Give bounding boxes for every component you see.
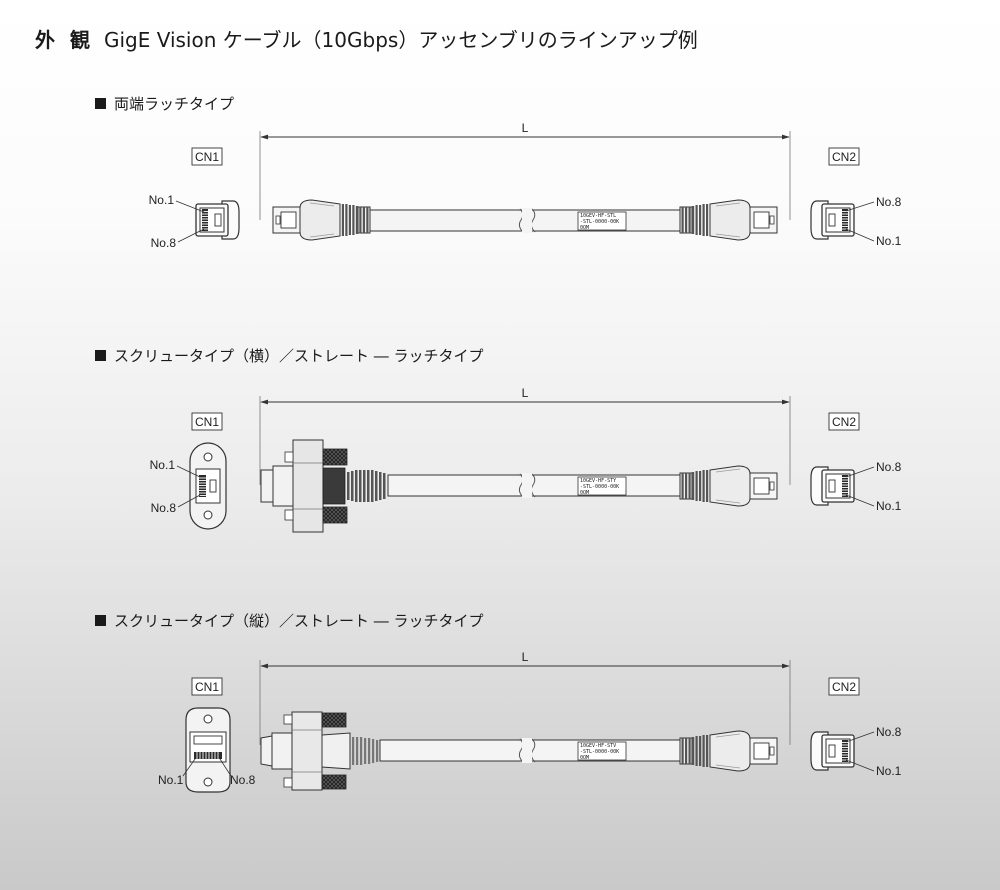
cn2-pin-top: No.8 [876,460,902,474]
cn1-label: CN1 [195,415,219,429]
svg-text:0OM: 0OM [580,490,589,496]
cn1-label: CN1 [195,680,219,694]
cable-tag [577,741,627,761]
thumbscrew-bottom [321,774,347,790]
cn1-connector-face [189,442,227,530]
cn2-latch-plug [679,465,778,507]
diagram-screw-horizontal: L CN1 CN2 No.1 No.8 No.8 No.1 [150,386,902,533]
cn2-connector-face [810,200,855,240]
cn1-pin-bottom: No.8 [230,773,256,787]
cn2-label: CN2 [832,680,856,694]
cable-tag [577,211,627,231]
cn1-pin-top: No.1 [149,193,175,207]
thumbscrew-top [322,448,348,466]
svg-text:10GEV-HF-STY: 10GEV-HF-STY [580,478,616,484]
cn1-pin-top: No.1 [150,458,176,472]
svg-text:10GEV-HF-STV: 10GEV-HF-STV [580,743,616,749]
cable-tag [577,476,627,496]
section-bullet [95,350,106,361]
cable [387,474,681,497]
cn2-label: CN2 [832,415,856,429]
cn1-pin-bottom: No.8 [151,501,177,515]
length-label: L [522,386,529,400]
cn1-screw-plug [260,711,379,791]
cn2-latch-plug [679,730,778,772]
section-title-text: スクリュータイプ（縦）／ストレート ― ラッチタイプ [114,612,484,630]
cn2-connector-face [810,731,855,771]
diagram-screw-vertical: L CN1 CN2 No.1 No.8 No.8 No.1 [158,650,902,793]
cn2-label: CN2 [832,150,856,164]
cn2-box [828,147,860,166]
section-title-latch-both: 両端ラッチタイプ [95,93,234,114]
cn2-pin-bottom: No.1 [876,764,902,778]
cn1-pin-bottom: No.8 [151,236,177,250]
thumbscrew-top [321,712,347,728]
svg-text:-STL-0000-00K: -STL-0000-00K [580,484,619,490]
svg-text:-STL-0000-00K: -STL-0000-00K [580,219,619,225]
cn2-pin-top: No.8 [876,195,902,209]
cn1-box [191,677,223,696]
section-title-text: スクリュータイプ（横）／ストレート ― ラッチタイプ [114,347,484,365]
svg-text:-STL-0000-00K: -STL-0000-00K [580,749,619,755]
cn1-latch-plug [272,199,371,241]
cn1-screw-plug [260,439,386,533]
cn1-box [191,147,223,166]
length-label: L [522,121,529,135]
cn2-pin-top: No.8 [876,725,902,739]
section-title-text: 両端ラッチタイプ [114,95,235,113]
cn2-connector-face [810,466,855,506]
diagram-latch-both: L CN1 CN2 No.1 No.8 No.8 No.1 10GEV-HF-S… [149,121,902,250]
section-bullet [95,98,106,109]
section-title-screw-vertical: スクリュータイプ（縦）／ストレート ― ラッチタイプ [95,610,484,631]
cn2-box [828,677,860,696]
cn2-pin-bottom: No.1 [876,499,902,513]
cn1-connector-face [185,707,231,793]
svg-text:0OM: 0OM [580,755,589,761]
section-bullet [95,615,106,626]
cn1-connector-face [195,200,240,240]
cn1-pin-top: No.1 [158,773,184,787]
page-title-text: GigE Vision ケーブル（10Gbps）アッセンブリのラインアップ例 [103,28,698,52]
page-title: 外 観 GigE Vision ケーブル（10Gbps）アッセンブリのラインアップ… [35,24,698,53]
cn2-pin-bottom: No.1 [876,234,902,248]
cn2-latch-plug [679,199,778,241]
cn1-box [191,412,223,431]
cn1-label: CN1 [195,150,219,164]
thumbscrew-bottom [322,506,348,524]
svg-text:0OM: 0OM [580,225,589,231]
section-title-screw-horizontal: スクリュータイプ（横）／ストレート ― ラッチタイプ [95,345,484,366]
length-label: L [522,650,529,664]
svg-text:10GEV-HF-STL: 10GEV-HF-STL [580,213,616,219]
page-title-lead: 外 観 [35,28,94,52]
cn2-box [828,412,860,431]
